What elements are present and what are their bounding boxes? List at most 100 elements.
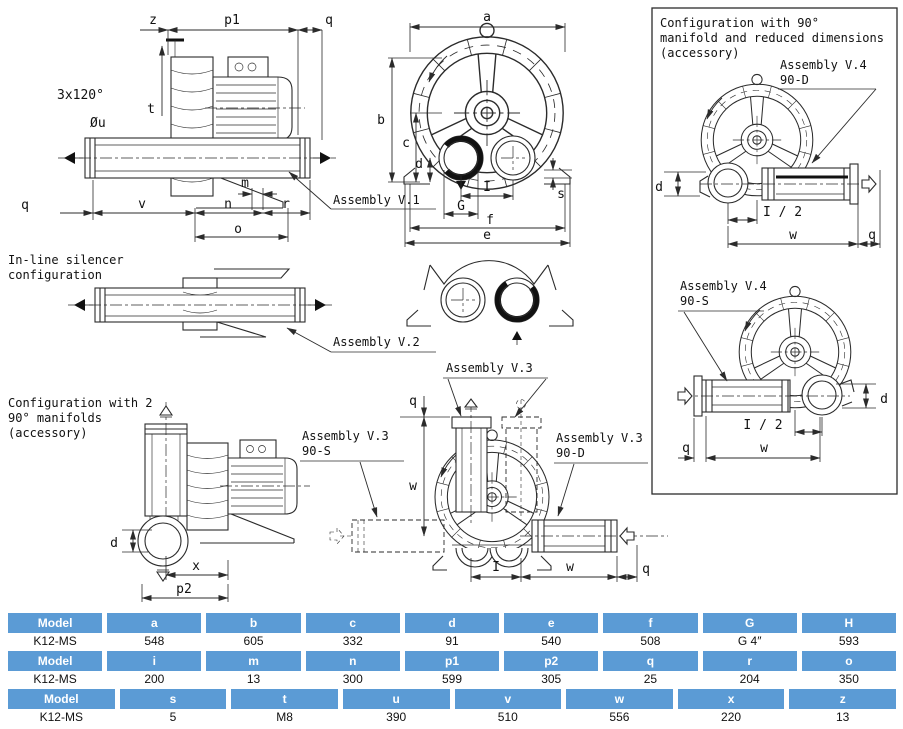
value-cell: 25 [643,672,658,686]
header-cell: b [206,613,301,633]
table-group-2: Model i m n p1 p2 q r o K12-MS 200 13 30… [8,651,896,688]
header-cell: f [603,613,698,633]
flow-arrow-icon [512,331,522,345]
dim-label-r: r [282,197,290,212]
callout-90d: 90-D [556,446,585,460]
dim-label-q: q [21,198,29,213]
drawing-v1-side-view: z p1 q 3x120° t Øu m q v n r o [21,13,336,242]
callout-assembly-v4: Assembly V.4 [680,279,767,293]
dim-label-x: x [192,559,200,574]
header-cell: Model [8,613,103,633]
dim-label-n: n [224,197,232,212]
rotation-arrow-icon [706,97,723,120]
section-title: Configuration with 2 [8,396,153,410]
dim-label-q: q [868,228,876,243]
header-cell: m [206,651,301,671]
dim-label-q: q [325,13,333,28]
drawing-v4-90s: Assembly V.4 90-S d I / 2 q w [677,279,888,462]
value-cell: 605 [243,634,264,648]
drawing-inline-silencer: In-line silencer configuration Assembly … [8,253,436,353]
drawing-v4-90d: Assembly V.4 90-D d I / 2 w q [655,58,881,248]
callout-assembly-v3-90d: Assembly V.3 [556,431,643,445]
value-cell: 599 [441,672,462,686]
callout-assembly-v1: Assembly V.1 [333,193,420,207]
header-cell: n [305,651,400,671]
value-cell: 200 [144,672,165,686]
table-group-1: Model a b c d e f G H K12-MS 548 605 332… [8,613,896,650]
box-title: Configuration with 90° [660,16,819,30]
callout-assembly-v4: Assembly V.4 [780,58,867,72]
flow-arrow-outline-icon [463,398,479,410]
header-cell: s [119,689,227,709]
flow-arrow-outline-icon [158,405,174,418]
header-cell: u [342,689,450,709]
dim-label-v: v [138,197,146,212]
header-cell: p2 [504,651,599,671]
value-cell: 390 [386,710,407,724]
header-cell: d [404,613,500,633]
dimensions-table: Model a b c d e f G H K12-MS 548 605 332… [8,612,896,726]
flow-arrow-outline-icon [155,569,171,582]
value-cell: 510 [497,710,518,724]
dim-label-q: q [409,394,417,409]
flow-arrow-outline-icon [677,386,693,406]
dim-label-G: G [457,199,465,214]
value-cell: 204 [739,672,760,686]
value-cell: 540 [541,634,562,648]
section-title: In-line silencer [8,253,124,267]
dim-label-s: s [557,187,565,202]
table-group-3: Model s t u v w x z K12-MS 5 M8 390 510 … [8,689,896,726]
header-cell: i [107,651,202,671]
header-cell: q [603,651,698,671]
value-cell: 300 [342,672,363,686]
dim-label-w: w [409,479,417,494]
dim-label-d: d [110,536,118,551]
dim-label-phi-u: Øu [90,116,106,131]
value-cell: 556 [609,710,630,724]
dim-label-I2: I / 2 [743,418,782,433]
header-cell: c [305,613,400,633]
rotation-arrow-icon [440,454,457,478]
dim-label-p2: p2 [176,582,192,597]
value-cell: 548 [144,634,165,648]
drawing-partial-bottom-view [406,260,574,345]
header-cell: a [107,613,202,633]
section-title: configuration [8,268,102,282]
section-title: 90° manifolds [8,411,102,425]
dim-label-q: q [682,441,690,456]
dim-label-z: z [149,13,157,28]
value-cell: 350 [838,672,859,686]
dim-label-d: d [655,180,663,195]
value-cell: 91 [445,634,459,648]
header-cell: e [504,613,599,633]
dim-label-m: m [241,176,249,191]
value-cell: K12-MS [33,634,77,648]
header-cell: p1 [404,651,500,671]
box-title: manifold and reduced dimensions [660,31,884,45]
header-cell: o [801,651,896,671]
value-cell: 593 [838,634,859,648]
header-cell: t [231,689,338,709]
flow-arrow-icon [64,152,331,164]
dim-label-d: d [415,157,423,172]
drawing-v3: Assembly V.3 Assembly V.3 90-S Assembly … [300,361,668,582]
dim-label-f: f [486,213,494,228]
header-cell: w [566,689,673,709]
callout-90s: 90-S [302,444,331,458]
value-cell: 508 [640,634,661,648]
header-cell: z [789,689,896,709]
box-title: (accessory) [660,46,739,60]
dim-label-q: q [642,562,650,577]
dim-label-d: d [880,392,888,407]
section-title: (accessory) [8,426,87,440]
flow-arrow-icon [74,299,326,311]
dim-label-w: w [789,228,797,243]
dim-label-I: I [492,560,500,575]
rotation-arrow-icon [744,309,761,332]
drawing-two-manifolds: Configuration with 2 90° manifolds (acce… [8,396,310,602]
value-cell: M8 [276,710,293,724]
dim-label-b: b [377,113,385,128]
value-cell: 220 [721,710,742,724]
header-cell: r [702,651,797,671]
